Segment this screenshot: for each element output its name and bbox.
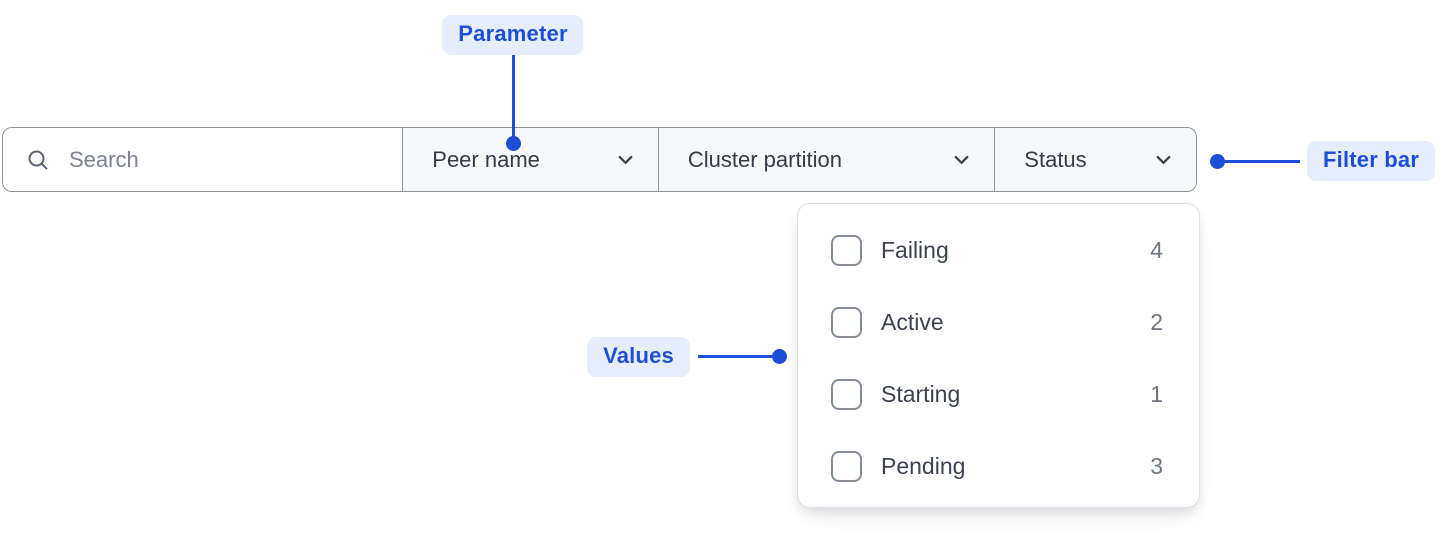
annotation-filter-bar-label: Filter bar xyxy=(1307,141,1436,181)
dropdown-status-label: Status xyxy=(1024,146,1087,172)
dropdown-cluster-partition[interactable]: Cluster partition xyxy=(657,128,995,191)
dropdown-peer-name-label: Peer name xyxy=(432,146,540,172)
filter-bar: Search Peer name Cluster partition Statu… xyxy=(2,127,1197,192)
option-count: 3 xyxy=(1150,452,1163,479)
checkbox[interactable] xyxy=(831,306,862,338)
annotation-values-label: Values xyxy=(587,337,690,377)
chevron-down-icon xyxy=(950,148,973,171)
option-count: 1 xyxy=(1150,380,1163,407)
dropdown-peer-name[interactable]: Peer name xyxy=(402,128,658,191)
status-option-active[interactable]: Active 2 xyxy=(798,286,1199,358)
checkbox[interactable] xyxy=(831,378,862,410)
option-label: Failing xyxy=(881,236,949,263)
annotation-parameter-connector-line xyxy=(511,55,515,143)
option-count: 4 xyxy=(1150,236,1163,263)
option-count: 2 xyxy=(1150,308,1163,335)
chevron-down-icon xyxy=(1152,148,1175,171)
search-icon xyxy=(26,148,50,172)
dropdown-cluster-partition-label: Cluster partition xyxy=(687,146,842,172)
status-dropdown-panel: Failing 4 Active 2 Starting 1 Pending 3 xyxy=(797,203,1200,508)
annotation-values-connector-line xyxy=(698,355,774,358)
search-input[interactable]: Search xyxy=(3,128,403,191)
annotation-parameter-label: Parameter xyxy=(442,15,584,55)
annotation-filter-bar-connector-line xyxy=(1222,159,1300,163)
status-option-starting[interactable]: Starting 1 xyxy=(798,358,1199,430)
status-option-pending[interactable]: Pending 3 xyxy=(798,430,1199,502)
option-label: Pending xyxy=(881,452,966,479)
dropdown-status[interactable]: Status xyxy=(994,128,1196,191)
checkbox[interactable] xyxy=(831,234,862,266)
status-option-failing[interactable]: Failing 4 xyxy=(798,214,1199,286)
chevron-down-icon xyxy=(614,148,637,171)
checkbox[interactable] xyxy=(831,450,862,482)
search-placeholder: Search xyxy=(69,146,139,172)
annotation-values-connector-dot xyxy=(771,349,787,364)
annotation-filter-bar-connector-dot xyxy=(1209,153,1225,169)
annotation-parameter-connector-dot xyxy=(505,135,521,151)
option-label: Active xyxy=(881,308,944,335)
option-label: Starting xyxy=(881,380,961,407)
